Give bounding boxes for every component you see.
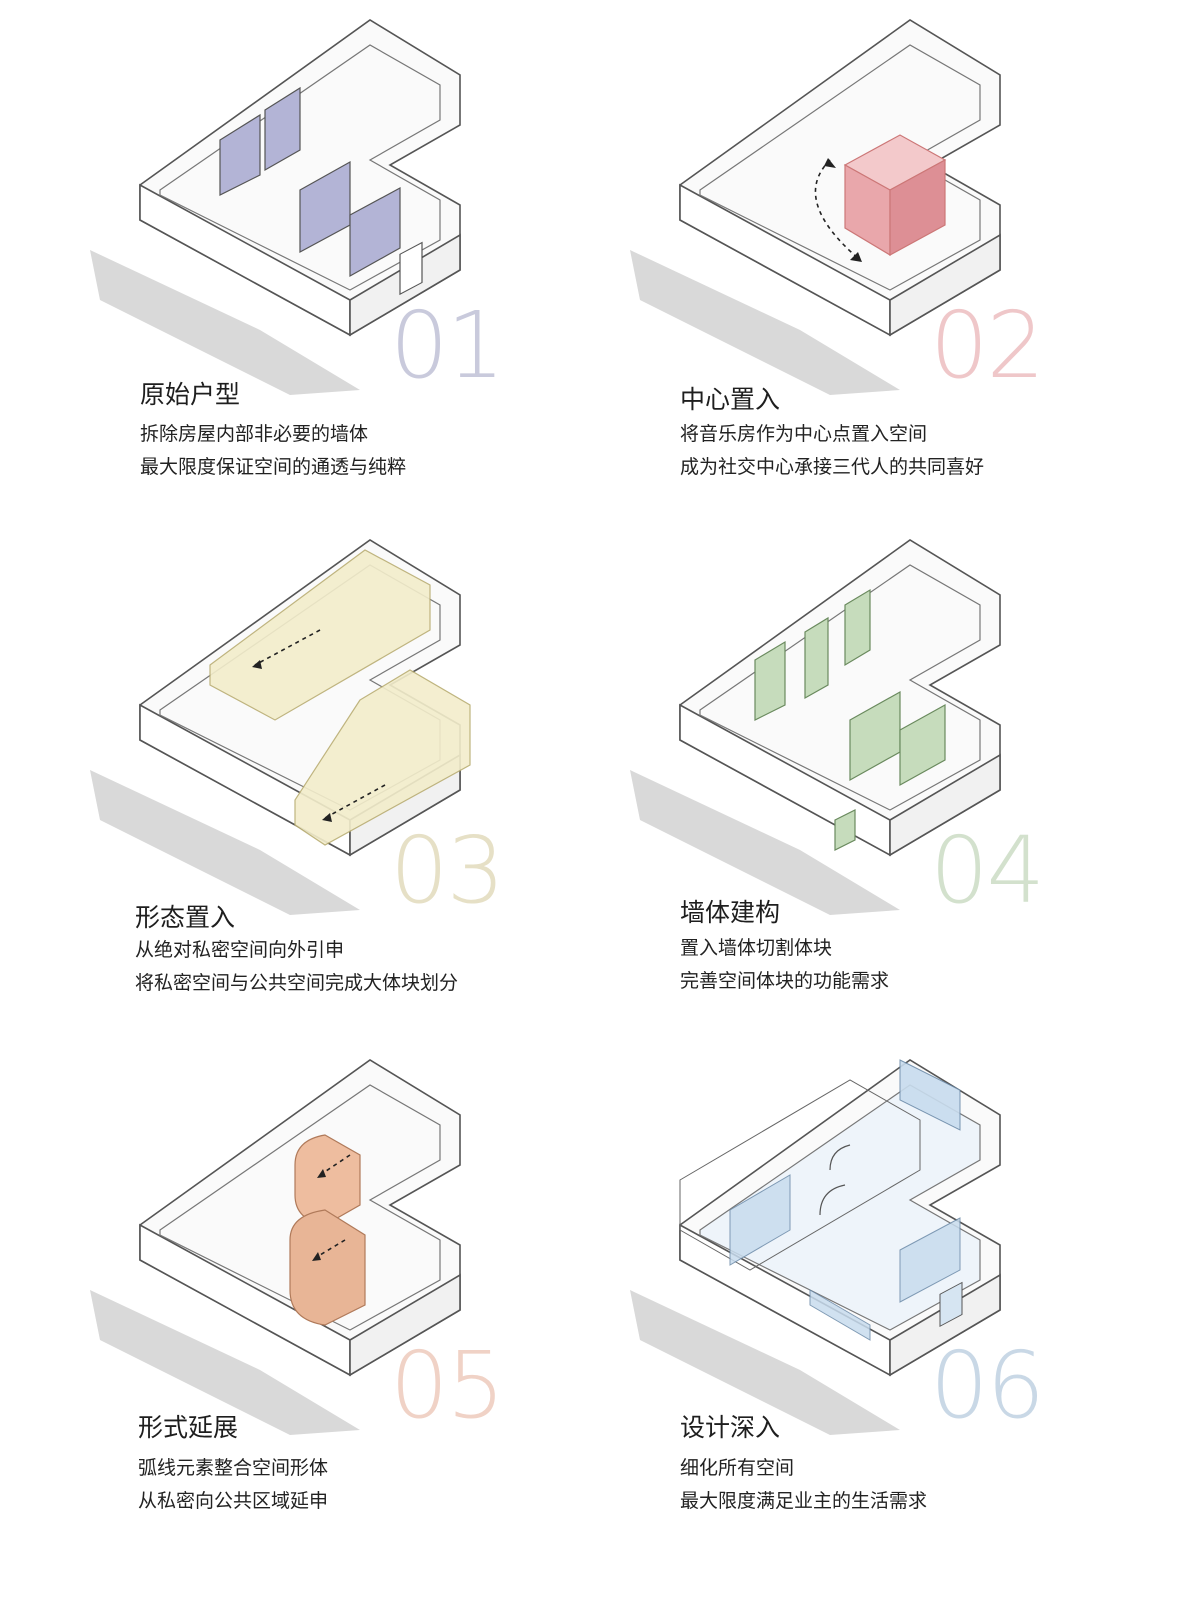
- isometric-model-03: [90, 539, 471, 915]
- step-description-line: 弧线元素整合空间形体: [138, 1457, 329, 1479]
- step-number-06: 06: [930, 1332, 1045, 1439]
- step-title-03: 形态置入: [135, 903, 236, 932]
- step-description-03: 从绝对私密空间向外引申 将私密空间与公共空间完成大体块划分: [135, 934, 458, 1000]
- step-description-06: 细化所有空间 最大限度满足业主的生活需求: [680, 1452, 927, 1518]
- step-panel-03: 03 形态置入 从绝对私密空间向外引申 将私密空间与公共空间完成大体块划分: [60, 520, 620, 1040]
- step-description-line: 从私密向公共区域延申: [138, 1490, 329, 1512]
- step-number-04: 04: [930, 817, 1045, 924]
- step-description-04: 置入墙体切割体块 完善空间体块的功能需求: [680, 932, 889, 998]
- step-title-04: 墙体建构: [680, 898, 781, 927]
- step-description-line: 拆除房屋内部非必要的墙体: [140, 423, 369, 445]
- step-panel-01: 01 原始户型 拆除房屋内部非必要的墙体 最大限度保证空间的通透与纯粹: [60, 0, 620, 520]
- step-description-line: 将私密空间与公共空间完成大体块划分: [135, 972, 459, 994]
- isometric-model-06: [630, 1059, 1001, 1435]
- step-number-05: 05: [390, 1332, 505, 1439]
- step-description-line: 成为社交中心承接三代人的共同喜好: [680, 456, 985, 478]
- step-title-02: 中心置入: [680, 385, 781, 414]
- step-description-line: 完善空间体块的功能需求: [680, 970, 890, 992]
- step-title-06: 设计深入: [680, 1413, 781, 1442]
- step-description-line: 最大限度保证空间的通透与纯粹: [140, 456, 407, 478]
- step-number-02: 02: [930, 292, 1045, 399]
- step-description-line: 将音乐房作为中心点置入空间: [680, 423, 928, 445]
- step-description-line: 最大限度满足业主的生活需求: [680, 1490, 928, 1512]
- step-title-01: 原始户型: [140, 380, 241, 409]
- step-panel-02: 02 中心置入 将音乐房作为中心点置入空间 成为社交中心承接三代人的共同喜好: [600, 0, 1160, 520]
- step-panel-05: 05 形式延展 弧线元素整合空间形体 从私密向公共区域延申: [60, 1040, 620, 1560]
- step-description-line: 从绝对私密空间向外引申: [135, 939, 345, 961]
- isometric-model-02: [630, 19, 1001, 395]
- step-panel-04: 04 墙体建构 置入墙体切割体块 完善空间体块的功能需求: [600, 520, 1160, 1040]
- isometric-model-04: [630, 539, 1001, 915]
- step-description-01: 拆除房屋内部非必要的墙体 最大限度保证空间的通透与纯粹: [140, 418, 406, 484]
- step-description-05: 弧线元素整合空间形体 从私密向公共区域延申: [138, 1452, 328, 1518]
- isometric-model-05: [90, 1059, 461, 1435]
- step-description-02: 将音乐房作为中心点置入空间 成为社交中心承接三代人的共同喜好: [680, 418, 984, 484]
- step-title-05: 形式延展: [138, 1413, 239, 1442]
- isometric-model-01: [90, 19, 461, 395]
- step-description-line: 置入墙体切割体块: [680, 937, 833, 959]
- step-number-03: 03: [390, 817, 505, 924]
- step-description-line: 细化所有空间: [680, 1457, 795, 1479]
- step-number-01: 01: [390, 292, 505, 399]
- step-panel-06: 06 设计深入 细化所有空间 最大限度满足业主的生活需求: [600, 1040, 1160, 1560]
